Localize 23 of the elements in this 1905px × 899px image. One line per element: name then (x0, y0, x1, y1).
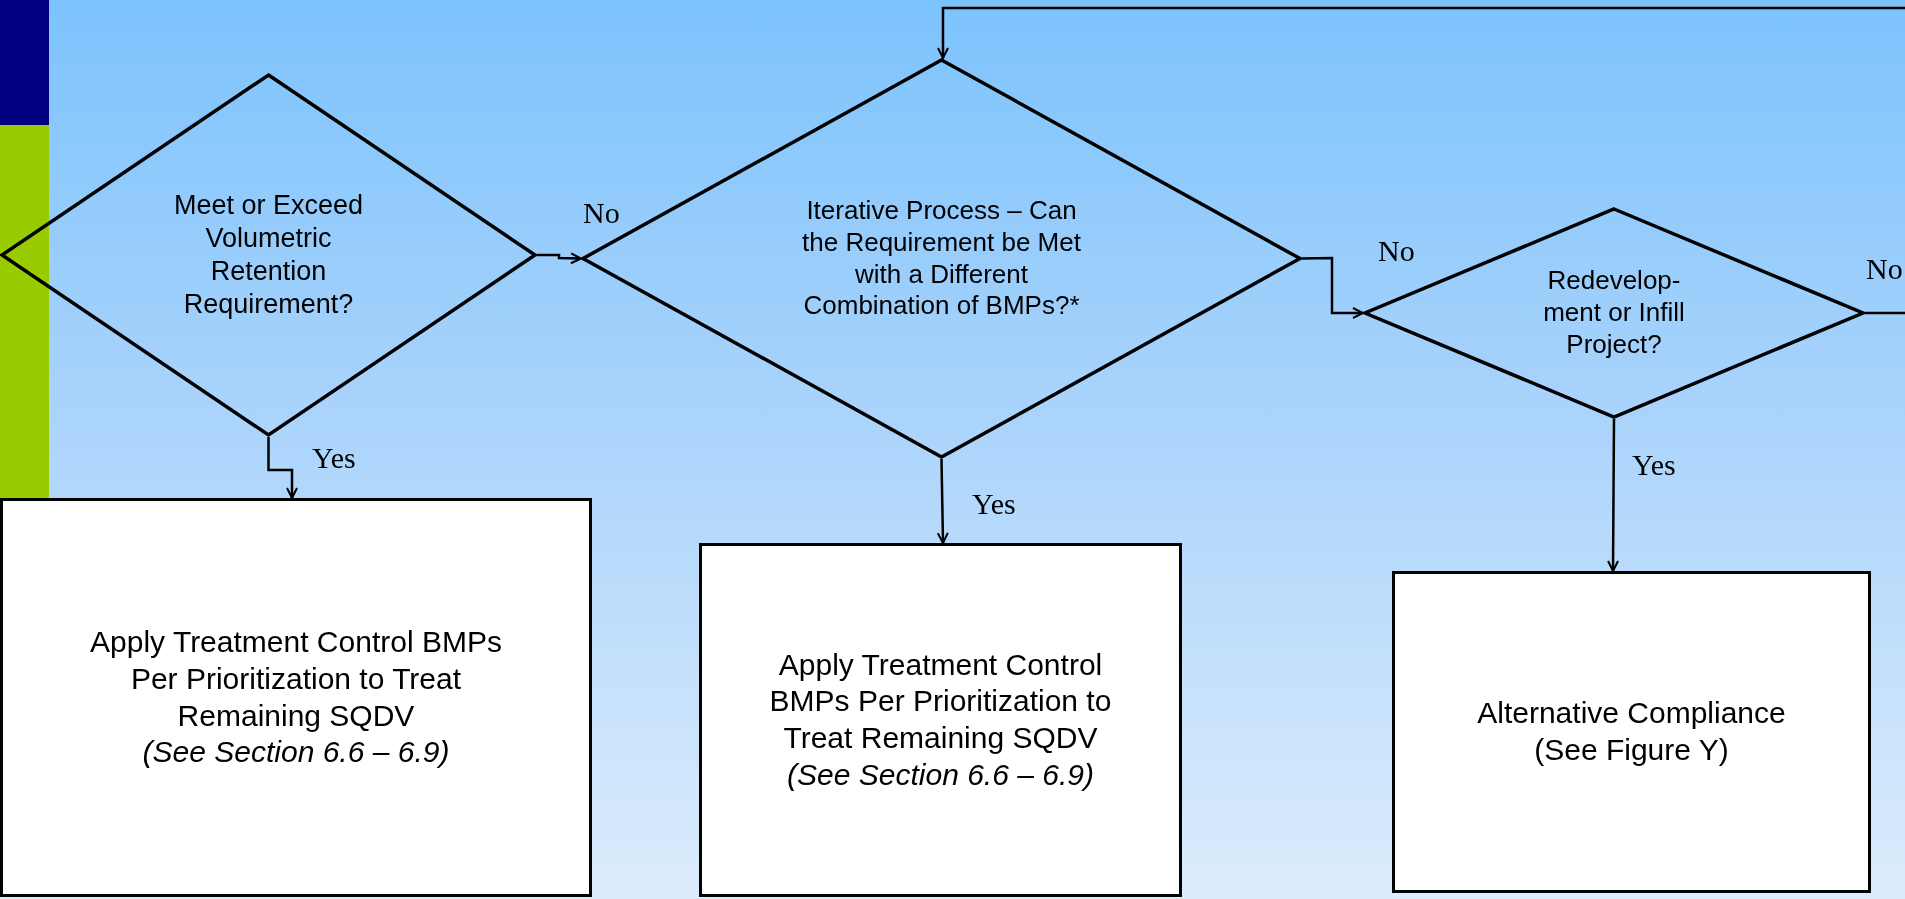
arrow (1607, 419, 1620, 572)
process-box (1392, 571, 1871, 893)
arrow (937, 6, 1905, 59)
process-box (0, 498, 592, 897)
process-text: Apply Treatment Control BMPs Per Prioritization to Treat Remaining SQDV (768, 646, 1113, 756)
decision-text: Meet or Exceed Volumetric Retention Requirement? (172, 189, 365, 321)
edge-label: Yes (1632, 448, 1676, 482)
edge-label: No (1866, 252, 1903, 286)
process-text: Apply Treatment Control BMPs Per Prioritization to Treat Remaining SQDV (89, 624, 503, 734)
arrow (537, 252, 582, 265)
arrow (1301, 256, 1364, 319)
edge-label: Yes (312, 441, 356, 475)
reference-note: (See Section 6.6 – 6.9) (141, 734, 451, 771)
arrow (267, 437, 298, 499)
arrow (936, 458, 949, 544)
process-text: Alternative Compliance (See Figure Y) (1476, 695, 1787, 768)
edge-label: Yes (972, 487, 1016, 521)
process-box (699, 543, 1182, 897)
edge-label: No (583, 196, 620, 230)
decision-text: Redevelop-ment or Infill Project? (1542, 265, 1686, 361)
edge-label: No (1378, 234, 1415, 268)
decision-text: Iterative Process – Can the Requirement be Met with a Different Combination of BMPs?* (801, 195, 1082, 322)
reference-note: (See Section 6.6 – 6.9) (786, 756, 1095, 793)
